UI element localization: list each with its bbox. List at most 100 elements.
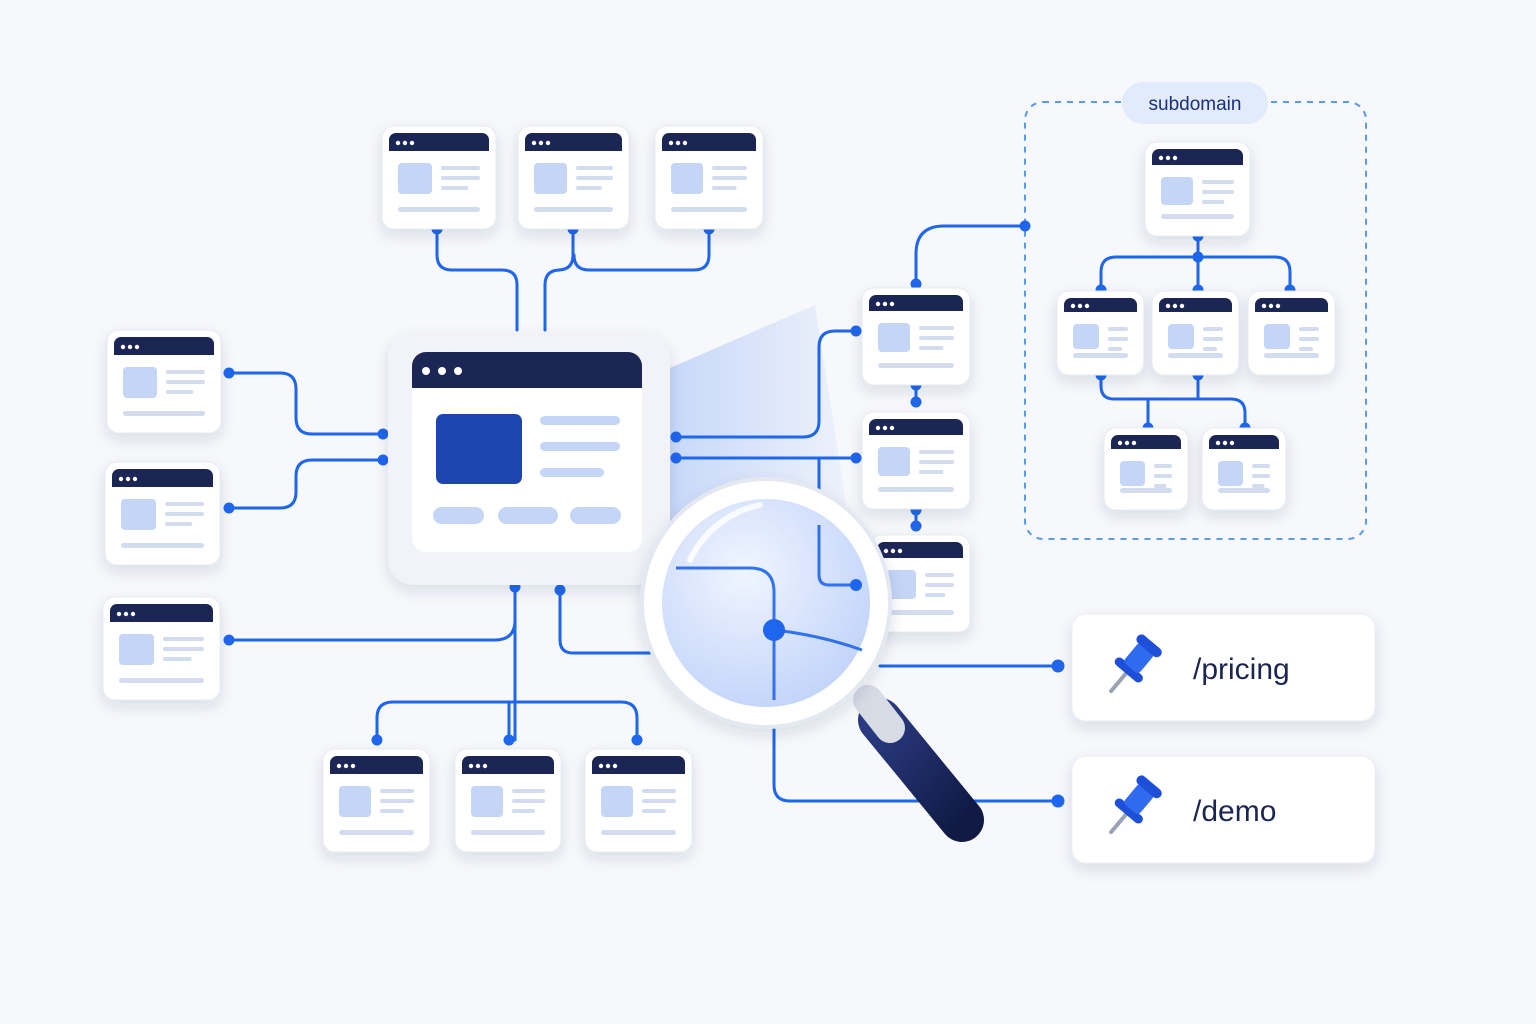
page-card-footer-line	[1161, 214, 1234, 219]
page-card[interactable]	[517, 125, 630, 230]
window-dot	[883, 548, 889, 554]
pushpin-icon	[1109, 775, 1162, 835]
page-card-footer-line	[1218, 488, 1270, 493]
page-card-text-line	[919, 346, 944, 350]
page-card-titlebar	[462, 756, 554, 774]
page-card-text-line	[1154, 474, 1172, 478]
window-dot	[1077, 303, 1083, 309]
window-dot	[123, 611, 129, 617]
page-card[interactable]	[322, 748, 431, 853]
subdomain-label-pill	[1122, 82, 1268, 124]
window-dot	[134, 344, 140, 350]
window-dot	[395, 140, 401, 146]
page-card-text-line	[512, 799, 545, 803]
magnifying-glass-icon	[640, 477, 984, 842]
page-card-titlebar	[114, 337, 214, 355]
page-card-titlebar	[389, 133, 489, 151]
window-dot	[343, 763, 349, 769]
page-card[interactable]	[106, 329, 222, 434]
page-card[interactable]	[1201, 427, 1287, 511]
page-card-text-line	[1154, 464, 1172, 468]
page-card-titlebar	[1159, 298, 1232, 312]
page-card[interactable]	[1056, 290, 1145, 376]
page-card-footer-line	[1264, 353, 1319, 358]
page-card-titlebar	[592, 756, 685, 774]
window-dot	[1172, 155, 1178, 161]
page-card-footer-line	[121, 543, 204, 548]
page-card[interactable]	[102, 596, 221, 701]
page-card-titlebar	[869, 419, 963, 435]
page-card[interactable]	[869, 534, 971, 633]
window-dot	[336, 763, 342, 769]
page-card-text-line	[1299, 337, 1319, 341]
page-card-body	[454, 748, 562, 853]
page-card-text-line	[441, 166, 480, 170]
page-card-image	[1168, 324, 1194, 349]
page-card-text-line	[1154, 484, 1167, 488]
page-card-image	[1218, 461, 1243, 486]
window-dot	[882, 425, 888, 431]
page-card[interactable]	[1103, 427, 1189, 511]
page-card[interactable]	[584, 748, 693, 853]
window-dot	[1070, 303, 1076, 309]
window-dot	[1131, 440, 1137, 446]
window-dot	[1261, 303, 1267, 309]
page-card-text-line	[919, 326, 954, 330]
page-card[interactable]	[861, 411, 971, 510]
window-dot	[402, 140, 408, 146]
window-dot	[675, 140, 681, 146]
page-card-image	[1161, 177, 1193, 205]
page-card-footer-line	[886, 610, 954, 615]
page-card-image	[886, 570, 916, 599]
page-card-text-line	[642, 789, 676, 793]
page-card-text-line	[919, 450, 954, 454]
window-dot	[890, 548, 896, 554]
page-card-body	[654, 125, 764, 230]
page-card-text-line	[712, 166, 747, 170]
page-card-text-line	[1252, 484, 1265, 488]
page-card-body	[517, 125, 630, 230]
page-card-text-line	[441, 176, 480, 180]
page-card[interactable]	[454, 748, 562, 853]
page-card-text-line	[576, 186, 602, 190]
page-card-text-line	[163, 637, 204, 641]
page-card-text-line	[166, 370, 205, 374]
window-dot	[682, 140, 688, 146]
main-page[interactable]	[388, 332, 670, 585]
page-card-text-line	[1202, 190, 1234, 194]
route-label-pricing: /pricing	[1193, 653, 1290, 686]
subdomain-label: subdomain	[1149, 94, 1242, 115]
window-dot	[1172, 303, 1178, 309]
page-card-text-line	[919, 470, 944, 474]
page-card-body	[861, 287, 971, 386]
page-card-body	[381, 125, 497, 230]
window-dot	[116, 611, 122, 617]
page-card-text-line	[1108, 337, 1128, 341]
page-card-footer-line	[123, 411, 205, 416]
page-card-titlebar	[1255, 298, 1328, 312]
page-card-text-line	[1299, 347, 1313, 351]
page-card[interactable]	[861, 287, 971, 386]
page-card-titlebar	[1111, 435, 1181, 449]
page-card-image	[119, 634, 154, 665]
page-card[interactable]	[1144, 141, 1251, 237]
page-card-image	[878, 323, 910, 352]
page-card-text-line	[441, 186, 469, 190]
page-card[interactable]	[654, 125, 764, 230]
page-card-text-line	[925, 593, 946, 597]
page-card-text-line	[166, 390, 194, 394]
page-card[interactable]	[1247, 290, 1336, 376]
page-card[interactable]	[381, 125, 497, 230]
subdomain-group: subdomain	[1024, 82, 1367, 540]
main-page-button	[570, 507, 621, 524]
page-card-titlebar	[112, 469, 213, 487]
page-card-body	[584, 748, 693, 853]
window-dot	[482, 763, 488, 769]
main-page-button	[498, 507, 558, 524]
main-page-titlebar	[412, 352, 642, 388]
page-card[interactable]	[1151, 290, 1240, 376]
page-card-text-line	[919, 460, 954, 464]
window-dot	[889, 301, 895, 307]
page-card[interactable]	[104, 461, 221, 566]
window-dot	[889, 425, 895, 431]
